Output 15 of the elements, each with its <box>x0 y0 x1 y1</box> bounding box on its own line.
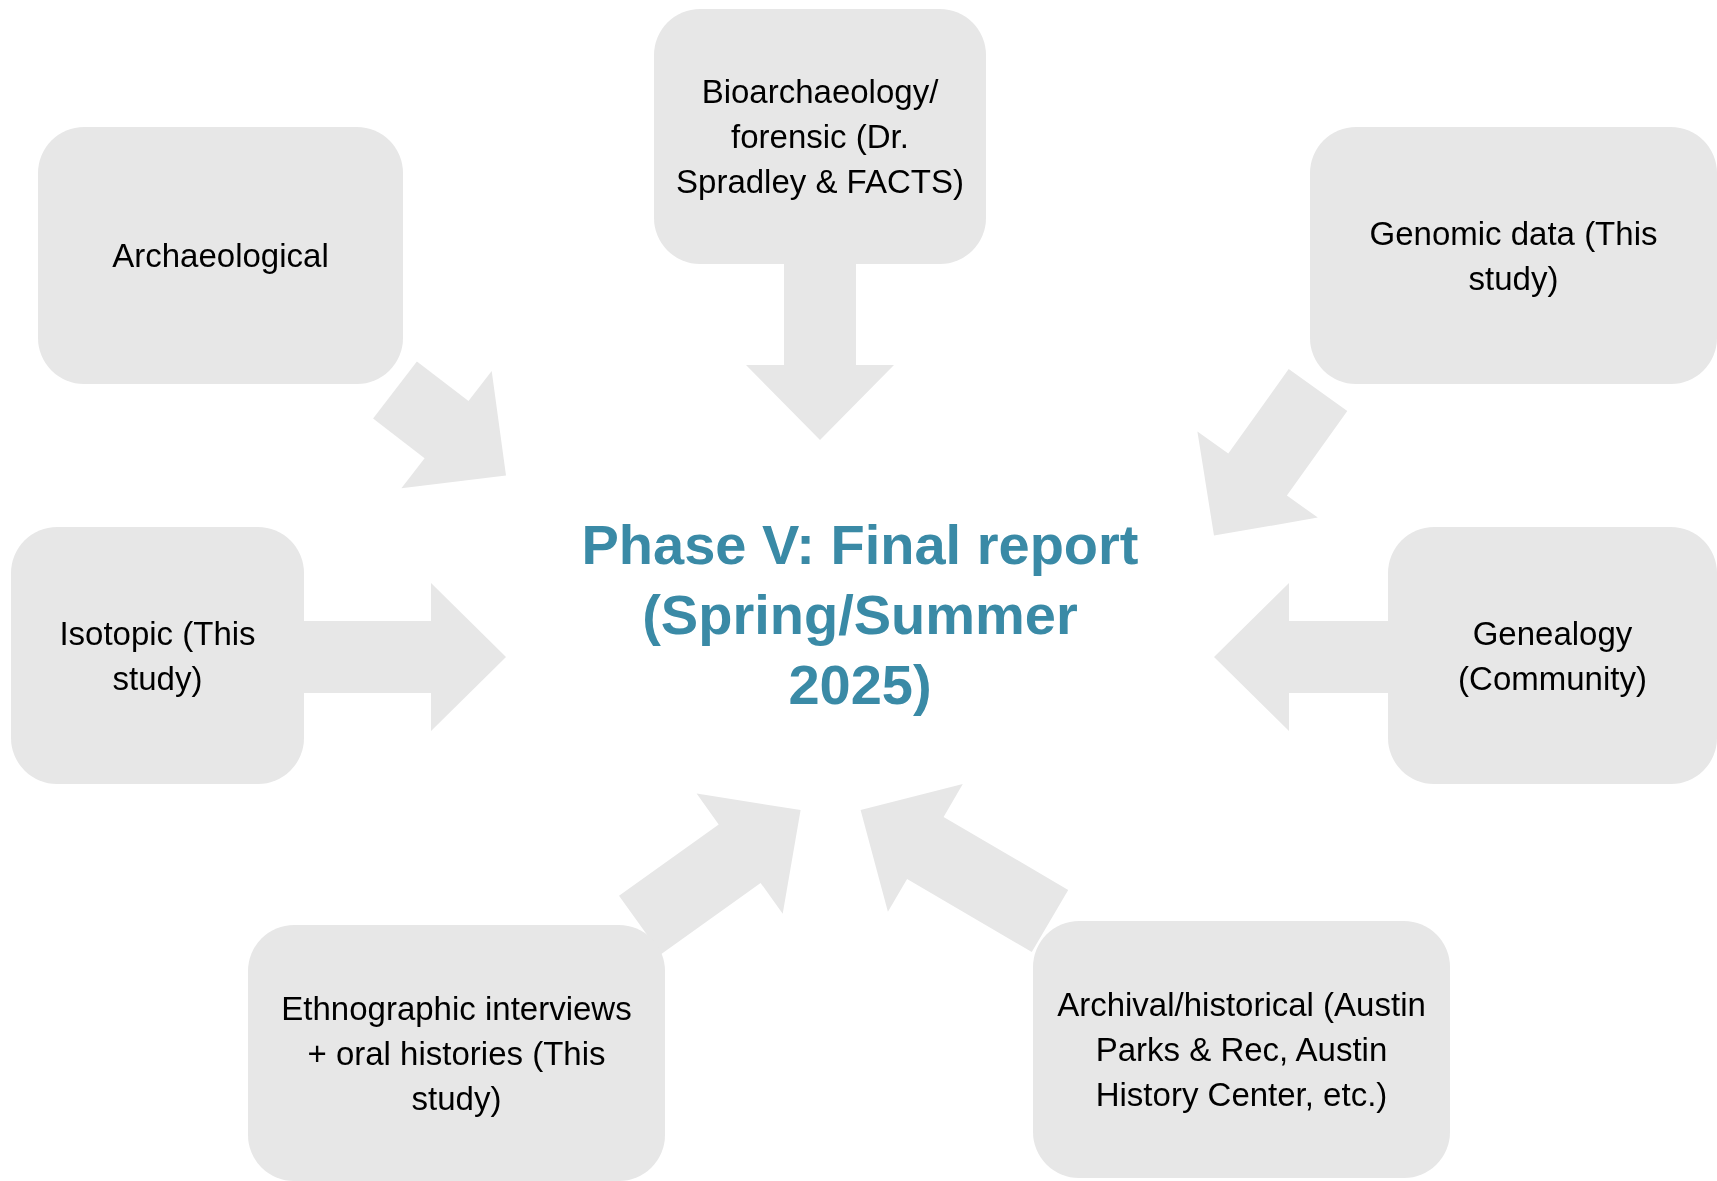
block-arrow <box>304 583 506 731</box>
block-arrow <box>1197 369 1348 536</box>
title-text: Phase V: Final report (Spring/Summer 2025) <box>580 512 1140 718</box>
block-arrow <box>619 793 801 955</box>
source-box: Archaeological <box>38 127 403 384</box>
block-arrow <box>746 264 894 440</box>
source-box: Bioarchaeology/ forensic (Dr. Spradley & FACTS) <box>654 9 986 264</box>
source-box: Isotopic (This study) <box>11 527 304 784</box>
source-box: Genomic data (This study) <box>1310 127 1717 384</box>
source-box: Ethnographic interviews + oral histories (This study) <box>248 925 665 1181</box>
block-arrow <box>860 784 1069 953</box>
source-box: Genealogy (Community) <box>1388 527 1717 784</box>
block-arrow <box>1214 583 1388 731</box>
block-arrow <box>373 361 506 489</box>
source-box: Archival/historical (Austin Parks & Rec, Austin History Center, etc.) <box>1033 921 1450 1178</box>
